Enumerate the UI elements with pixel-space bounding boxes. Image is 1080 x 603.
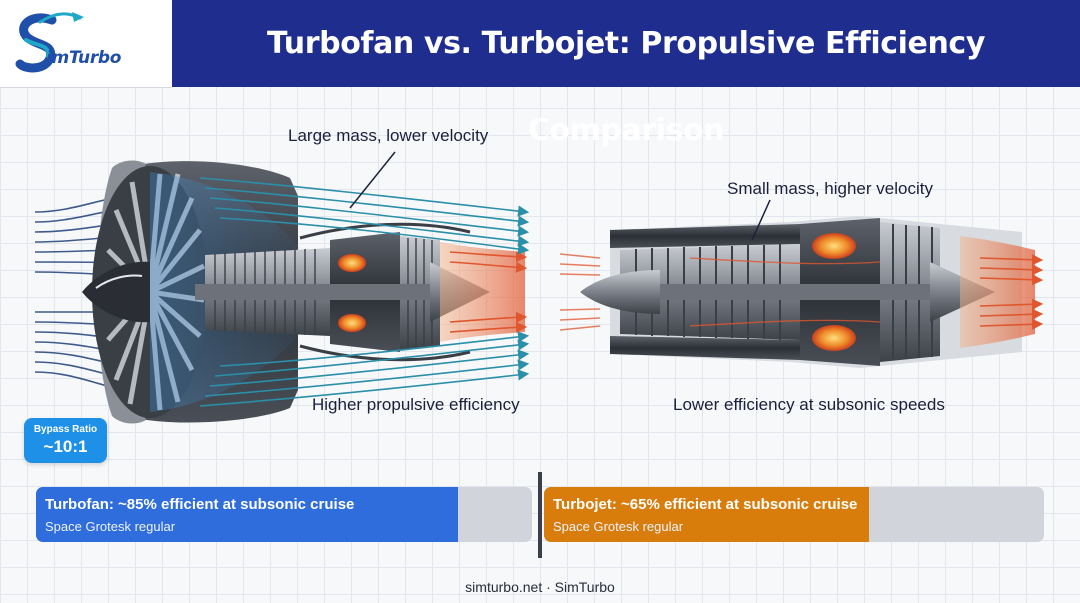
simturbo-logo-icon	[15, 12, 84, 73]
bypass-ratio-label: Bypass Ratio	[33, 424, 98, 435]
bypass-ratio-value: ~10:1	[43, 437, 88, 456]
logo-text: imTurbo	[46, 48, 122, 68]
engine-diagram: Large mass, lower velocity Small mass, h…	[0, 87, 1080, 477]
turbojet-efficiency-label: Turbojet: ~65% efficient at subsonic cru…	[553, 496, 858, 513]
turbojet-callout: Small mass, higher velocity	[727, 179, 933, 198]
header: imTurbo Turbofan vs. Turbojet: Propulsiv…	[0, 0, 1080, 148]
bypass-ratio-badge: Bypass Ratio ~10:1	[24, 418, 107, 463]
turbofan-caption: Higher propulsive efficiency	[312, 395, 520, 414]
turbofan-efficiency-label: Turbofan: ~85% efficient at subsonic cru…	[45, 496, 355, 513]
turbojet-efficiency-sublabel: Space Grotesk regular	[553, 519, 684, 534]
turbofan-efficiency-fill	[36, 487, 458, 542]
turbofan-efficiency-sublabel: Space Grotesk regular	[45, 519, 176, 534]
bar-divider	[538, 472, 542, 558]
turbofan-engine	[34, 151, 530, 424]
turbojet-engine	[559, 199, 1044, 368]
footer: simturbo.net · SimTurbo	[0, 579, 1080, 595]
logo[interactable]: imTurbo	[0, 0, 172, 88]
turbojet-caption: Lower efficiency at subsonic speeds	[673, 395, 945, 414]
engine-illustration	[34, 151, 1044, 424]
footer-link[interactable]: simturbo.net · SimTurbo	[465, 579, 615, 595]
turbojet-efficiency-fill	[544, 487, 869, 542]
turbofan-efficiency-bar: Turbofan: ~85% efficient at subsonic cru…	[36, 487, 532, 542]
turbojet-efficiency-bar: Turbojet: ~65% efficient at subsonic cru…	[544, 487, 1044, 542]
turbofan-callout: Large mass, lower velocity	[288, 126, 489, 145]
page-title: Turbofan vs. Turbojet: Propulsive Effici…	[267, 26, 985, 148]
title-bar: Turbofan vs. Turbojet: Propulsive Effici…	[172, 0, 1080, 148]
